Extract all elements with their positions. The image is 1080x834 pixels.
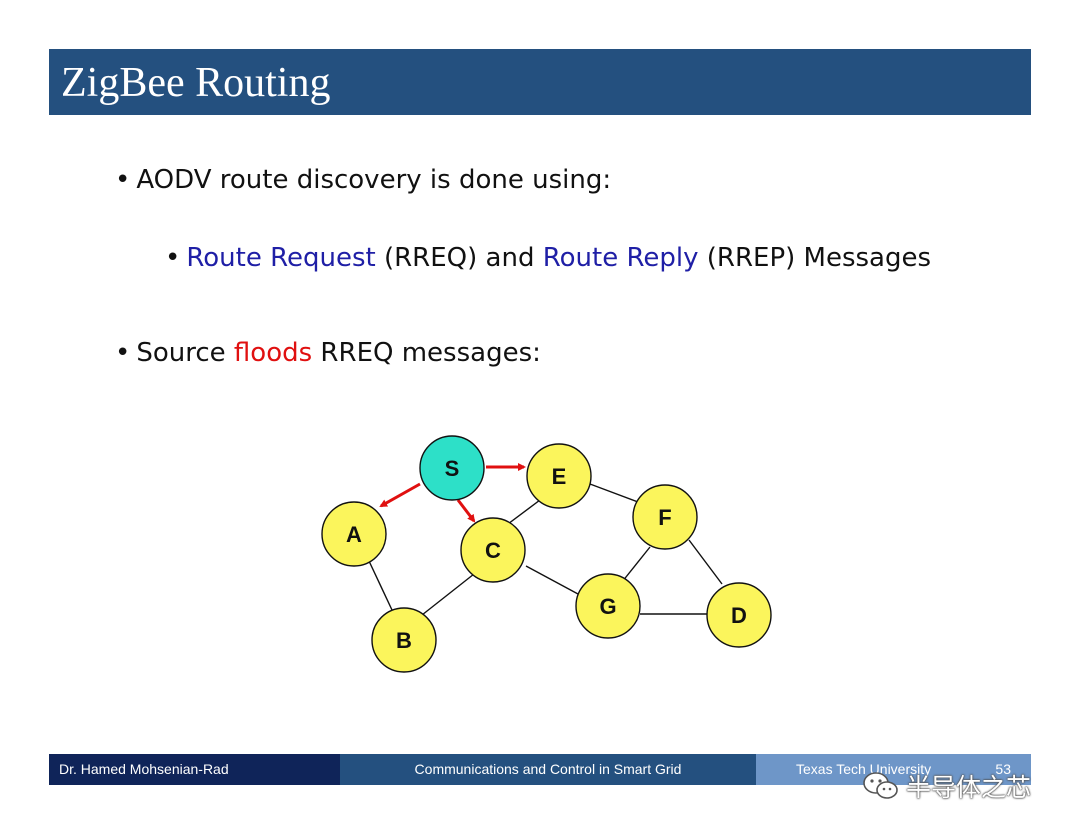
edge-f-g [621,546,651,583]
rreq-messages-text: RREQ messages: [312,338,541,368]
node-g: G [575,573,641,639]
node-g-label: G [599,594,616,619]
source-text: Source [136,338,234,368]
rreq-arrows [379,463,526,523]
bullet-aodv-text: AODV route discovery is done using: [136,165,612,195]
bullet-floods: •Source floods RREQ messages: [115,337,541,369]
edge-e-f [589,483,639,503]
node-s-label: S [445,456,460,481]
node-e-label: E [552,464,567,489]
bullet-marker: • [165,243,181,273]
edge-f-d [688,539,723,585]
node-c: C [460,517,526,583]
footer-university-block: Texas Tech University 53 [756,754,1031,785]
rreq-and-text: (RREQ) and [375,243,543,273]
node-b: B [371,607,437,673]
node-a: A [321,501,387,567]
node-d: D [706,582,772,648]
bullet-messages: •Route Request (RREQ) and Route Reply (R… [165,242,931,274]
nodes: S E A C F G D B [321,435,772,673]
node-e: E [526,443,592,509]
floods-text: floods [233,338,313,368]
arrow-s-a [379,482,421,508]
watermark-text: 半导体之芯 [906,773,1032,802]
edge-c-b [421,573,475,616]
arrow-s-c [456,499,476,523]
bullet-marker: • [115,338,131,368]
bullet-aodv: •AODV route discovery is done using: [115,164,611,196]
footer-course: Communications and Control in Smart Grid [340,754,756,785]
edges [368,483,723,616]
node-f-label: F [658,505,671,530]
bullet-marker: • [115,165,131,195]
node-s: S [419,435,485,501]
title-bar: ZigBee Routing [49,49,1031,115]
edge-c-g [525,565,579,595]
footer-author-text: Dr. Hamed Mohsenian-Rad [59,761,229,777]
node-c-label: C [485,538,501,563]
wechat-icon [863,772,898,799]
node-b-label: B [396,628,412,653]
footer: Dr. Hamed Mohsenian-Rad Communications a… [49,754,1031,785]
route-request-text: Route Request [186,243,376,273]
page-number: 53 [995,761,1011,777]
edge-a-b [368,560,393,611]
footer-author: Dr. Hamed Mohsenian-Rad [49,754,340,785]
rrep-messages-text: (RREP) Messages [698,243,932,273]
slide-title: ZigBee Routing [61,60,331,106]
node-f: F [632,484,698,550]
footer-university: Texas Tech University [796,761,932,777]
watermark: 半导体之芯 [862,768,1031,804]
route-reply-text: Route Reply [542,243,699,273]
node-d-label: D [731,603,747,628]
node-a-label: A [346,522,362,547]
